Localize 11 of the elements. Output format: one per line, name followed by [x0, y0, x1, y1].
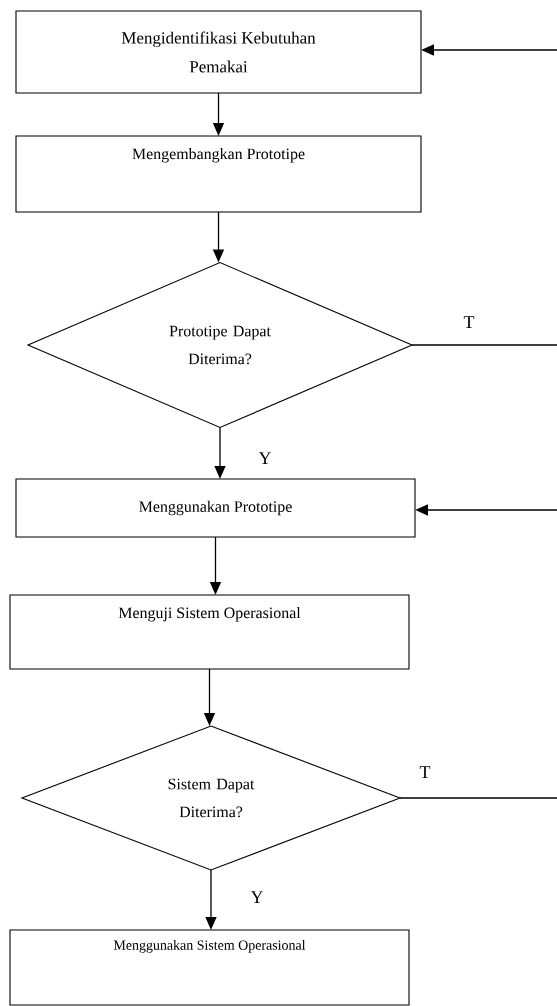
process-box: Menggunakan Prototipe — [15, 478, 416, 538]
process-box: Menguji Sistem Operasional — [9, 594, 410, 670]
edge-label: T — [418, 765, 432, 779]
edge-label: Y — [249, 890, 265, 904]
process-box: Menggunakan Sistem Operasional — [9, 929, 410, 1006]
process-box: Mengidentifikasi Kebutuhan Pemakai — [15, 10, 422, 94]
process-box: Mengembangkan Prototipe — [15, 135, 422, 213]
connector-line — [399, 797, 557, 799]
edge-label: T — [462, 315, 476, 329]
connector-line — [411, 344, 557, 346]
edge-label: Y — [257, 451, 273, 465]
